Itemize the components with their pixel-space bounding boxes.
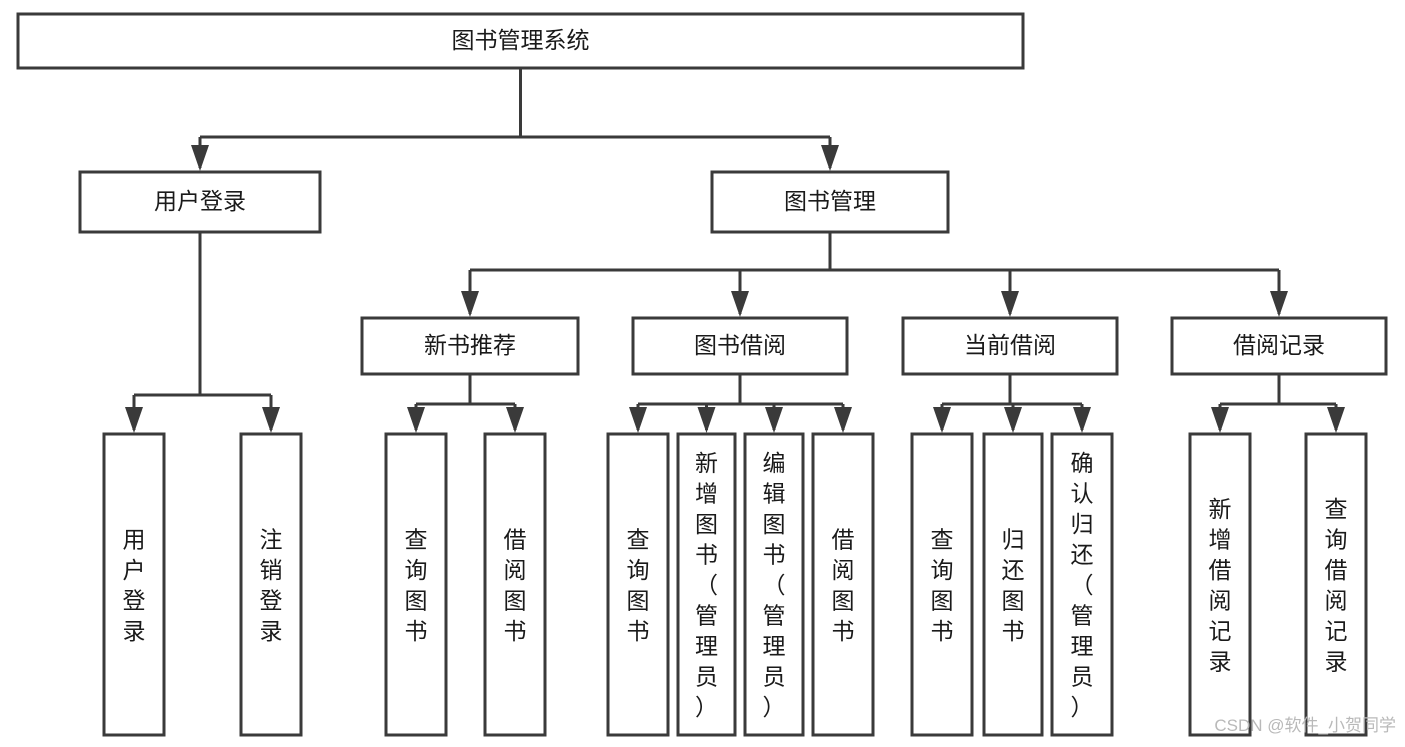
- node-borrow-record[interactable]: 借阅记录: [1170, 316, 1388, 376]
- node-leaf-logout-login[interactable]: 注销登录: [239, 432, 303, 737]
- arrow-head-icon: [765, 407, 783, 433]
- node-label-leaf-user-login: 用户登录: [123, 526, 146, 644]
- node-box-user-login: [78, 170, 322, 234]
- connector-lines: [125, 68, 1345, 433]
- node-box-leaf-add-borrow-record: [1188, 432, 1252, 737]
- arrow-head-icon: [262, 407, 280, 433]
- node-label-leaf-edit-book-admin: 编辑图书（管理员）: [763, 450, 786, 720]
- arrow-head-icon: [629, 407, 647, 433]
- arrow-head-icon: [1327, 407, 1345, 433]
- node-boxes: 图书管理系统用户登录图书管理新书推荐图书借阅当前借阅借阅记录用户登录注销登录查询…: [16, 12, 1388, 737]
- arrow-head-icon: [731, 291, 749, 317]
- node-label-leaf-query-book-current: 查询图书: [931, 526, 954, 644]
- watermark-label: CSDN @软件_小贺同学: [1214, 716, 1396, 735]
- node-box-leaf-query-book-recommend: [384, 432, 448, 737]
- node-leaf-query-book-recommend[interactable]: 查询图书: [384, 432, 448, 737]
- arrow-head-icon: [821, 145, 839, 171]
- node-label-leaf-query-borrow-record: 查询借阅记录: [1325, 496, 1348, 675]
- arrow-head-icon: [461, 291, 479, 317]
- node-leaf-confirm-return-admin[interactable]: 确认归还（管理员）: [1050, 432, 1114, 737]
- node-box-current-borrow: [901, 316, 1119, 376]
- node-box-leaf-query-book-current: [910, 432, 974, 737]
- arrow-head-icon: [1001, 291, 1019, 317]
- node-label-leaf-add-borrow-record: 新增借阅记录: [1209, 496, 1232, 675]
- arrow-head-icon: [1270, 291, 1288, 317]
- node-leaf-borrow-book-borrow[interactable]: 借阅图书: [811, 432, 875, 737]
- node-leaf-borrow-book-recommend[interactable]: 借阅图书: [483, 432, 547, 737]
- node-box-leaf-add-book-admin: [676, 432, 737, 737]
- node-leaf-user-login[interactable]: 用户登录: [102, 432, 166, 737]
- arrow-head-icon: [697, 407, 716, 433]
- node-label-leaf-add-book-admin: 新增图书（管理员）: [695, 450, 718, 720]
- node-box-book-borrow: [631, 316, 849, 376]
- node-label-leaf-logout-login: 注销登录: [260, 526, 283, 644]
- node-label-leaf-borrow-book-borrow: 借阅图书: [832, 526, 855, 644]
- node-label-user-login: 用户登录: [154, 188, 246, 214]
- node-label-book-borrow: 图书借阅: [694, 332, 786, 358]
- node-root[interactable]: 图书管理系统: [16, 12, 1025, 70]
- node-label-leaf-query-book-borrow: 查询图书: [627, 526, 650, 644]
- node-box-leaf-return-book: [982, 432, 1044, 737]
- node-box-leaf-borrow-book-recommend: [483, 432, 547, 737]
- node-book-borrow[interactable]: 图书借阅: [631, 316, 849, 376]
- node-label-root: 图书管理系统: [452, 27, 590, 53]
- node-leaf-add-borrow-record[interactable]: 新增借阅记录: [1188, 432, 1252, 737]
- node-box-leaf-edit-book-admin: [743, 432, 805, 737]
- node-user-login[interactable]: 用户登录: [78, 170, 322, 234]
- node-box-book-manage: [710, 170, 950, 234]
- node-label-new-book-recommend: 新书推荐: [424, 332, 516, 358]
- node-box-new-book-recommend: [360, 316, 580, 376]
- arrow-head-icon: [1073, 407, 1091, 433]
- arrow-head-icon: [191, 145, 209, 171]
- node-leaf-query-borrow-record[interactable]: 查询借阅记录: [1304, 432, 1368, 737]
- arrow-head-icon: [933, 407, 951, 433]
- node-box-leaf-confirm-return-admin: [1050, 432, 1114, 737]
- node-leaf-edit-book-admin[interactable]: 编辑图书（管理员）: [743, 432, 805, 737]
- node-box-leaf-borrow-book-borrow: [811, 432, 875, 737]
- node-book-manage[interactable]: 图书管理: [710, 170, 950, 234]
- node-label-leaf-query-book-recommend: 查询图书: [405, 526, 428, 644]
- arrow-head-icon: [1004, 407, 1022, 433]
- node-leaf-query-book-borrow[interactable]: 查询图书: [606, 432, 670, 737]
- node-label-leaf-confirm-return-admin: 确认归还（管理员）: [1071, 450, 1094, 720]
- node-leaf-add-book-admin[interactable]: 新增图书（管理员）: [676, 432, 737, 737]
- node-leaf-return-book[interactable]: 归还图书: [982, 432, 1044, 737]
- node-label-current-borrow: 当前借阅: [964, 332, 1056, 358]
- arrow-head-icon: [407, 407, 425, 433]
- node-label-book-manage: 图书管理: [784, 188, 876, 214]
- arrow-head-icon: [1211, 407, 1229, 433]
- node-box-borrow-record: [1170, 316, 1388, 376]
- node-current-borrow[interactable]: 当前借阅: [901, 316, 1119, 376]
- arrow-head-icon: [834, 407, 852, 433]
- node-box-leaf-logout-login: [239, 432, 303, 737]
- arrow-head-icon: [125, 407, 143, 433]
- node-label-leaf-return-book: 归还图书: [1002, 526, 1025, 644]
- node-label-borrow-record: 借阅记录: [1233, 332, 1325, 358]
- node-box-leaf-query-book-borrow: [606, 432, 670, 737]
- node-label-leaf-borrow-book-recommend: 借阅图书: [504, 526, 527, 644]
- node-leaf-query-book-current[interactable]: 查询图书: [910, 432, 974, 737]
- arrow-head-icon: [506, 407, 524, 433]
- node-box-leaf-query-borrow-record: [1304, 432, 1368, 737]
- node-box-leaf-user-login: [102, 432, 166, 737]
- node-box-root: [16, 12, 1025, 70]
- node-new-book-recommend[interactable]: 新书推荐: [360, 316, 580, 376]
